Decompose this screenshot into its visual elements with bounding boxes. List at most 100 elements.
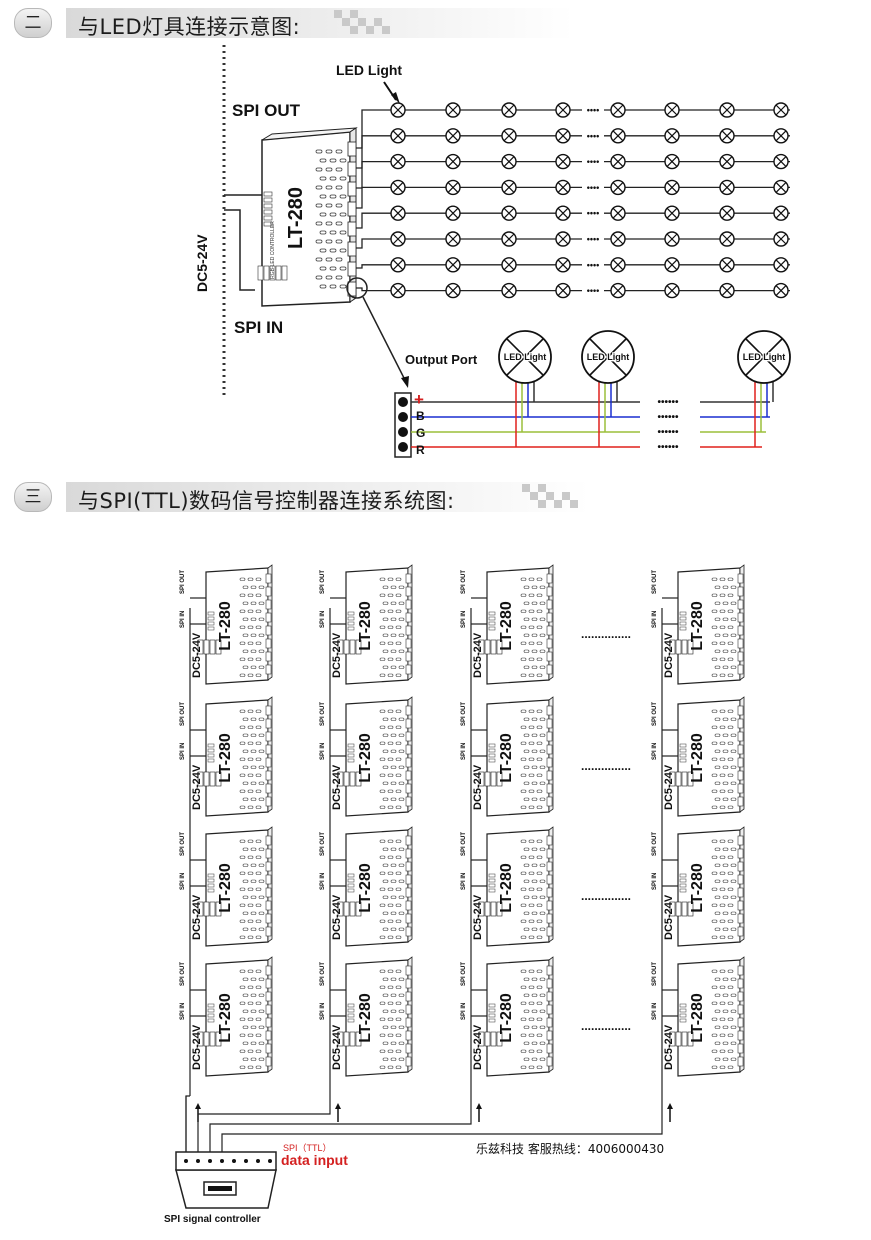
- led-light-icon: [501, 205, 517, 221]
- pin-plus-label: +: [414, 390, 424, 409]
- led-light-icon: [390, 231, 406, 247]
- device-model-label: LT-280: [217, 863, 234, 913]
- device-model-label: LT-280: [689, 863, 706, 913]
- led-light-icon: [555, 205, 571, 221]
- led-light-icon: [501, 102, 517, 118]
- spi-signal-controller: [175, 1151, 277, 1209]
- data-input-label: data input: [281, 1152, 348, 1168]
- controller-port-dot: [244, 1159, 248, 1163]
- led-light-icon: [773, 102, 789, 118]
- led-grid: ••••••••••••••••••••••••••••••••: [356, 102, 790, 299]
- led-light-icon: [610, 179, 626, 196]
- led-light-icon: [390, 128, 406, 144]
- led-light-icon: [555, 282, 571, 299]
- led-light-icon: [719, 128, 735, 144]
- device-model-label: LT-280: [689, 993, 706, 1043]
- wire-ellipsis: ••••••: [657, 442, 679, 453]
- pin-b-label: B: [416, 409, 425, 423]
- led-light-icon: [445, 179, 461, 196]
- spi-in-label: SPI IN: [461, 873, 467, 890]
- row-ellipsis: ••••: [587, 234, 600, 244]
- controller-port-dot: [208, 1159, 212, 1163]
- spi-in-label: SPI IN: [652, 1003, 658, 1020]
- output-port-label: Output Port: [405, 352, 478, 367]
- lt280-device-main: LT-280 RGB-LED CONTROLLER: [257, 127, 358, 307]
- led-light-icon: [719, 179, 735, 196]
- led-light-icon: [501, 153, 517, 170]
- led-light-icon: [501, 282, 517, 299]
- system-wires: [185, 597, 678, 1152]
- led-light-icon: [719, 153, 735, 170]
- spi-in-label: SPI IN: [180, 611, 186, 628]
- spi-ttl-label: SPI（TTL）: [283, 1143, 332, 1153]
- spi-out-label: SPI OUT: [461, 832, 467, 856]
- led-light-icon: [664, 205, 680, 221]
- device-model-label: LT-280: [689, 733, 706, 783]
- led-light-icon: [773, 205, 789, 221]
- spi-in-label: SPI IN: [461, 611, 467, 628]
- section-3-title: 与SPI(TTL)数码信号控制器连接系统图:: [78, 489, 455, 513]
- pin-g-label: G: [416, 426, 426, 440]
- hotline-text: 乐兹科技 客服热线：4006000430: [476, 1142, 665, 1156]
- up-arrow-icon: [667, 1103, 673, 1109]
- controller-port-dot: [184, 1159, 188, 1163]
- controller-port-dot: [268, 1159, 272, 1163]
- device-sublabel: RGB-LED CONTROLLER: [270, 221, 276, 279]
- row-ellipsis: ••••: [587, 182, 600, 192]
- led-light-icon: [719, 282, 735, 299]
- device-model-label: LT-280: [357, 993, 374, 1043]
- section-2-bar: [66, 8, 574, 38]
- spi-out-label: SPI OUT: [461, 962, 467, 986]
- led-light-icon: [445, 102, 461, 118]
- device-model-label: LT-280: [285, 187, 307, 249]
- led-light-icon: [555, 231, 571, 247]
- spi-out-label: SPI OUT: [652, 702, 658, 726]
- led-light-icon: [390, 282, 406, 299]
- port-magnify-circle: [346, 277, 368, 299]
- spi-in-label: SPI IN: [234, 318, 284, 337]
- spi-in-label: SPI IN: [180, 873, 186, 890]
- led-light-icon: [773, 257, 789, 273]
- led-light-icon: [610, 231, 626, 247]
- wire-ellipsis: ••••••: [657, 412, 679, 423]
- led-light-icon: [664, 231, 680, 247]
- power-label: DC5-24V: [331, 764, 343, 810]
- spi-out-label: SPI OUT: [180, 570, 186, 594]
- led-arrow-icon: [391, 92, 400, 104]
- led-light-icon: [390, 179, 406, 196]
- spi-out-label: SPI OUT: [461, 570, 467, 594]
- up-arrow-icon: [476, 1103, 482, 1109]
- led-light-icon: [610, 153, 626, 170]
- led-light-icon: [555, 128, 571, 144]
- power-label: DC5-24V: [331, 1024, 343, 1070]
- spi-in-label: SPI IN: [320, 873, 326, 890]
- row-ellipsis: ••••: [587, 131, 600, 141]
- controller-port-dot: [256, 1159, 260, 1163]
- pin-r-label: R: [416, 443, 425, 457]
- spi-in-label: SPI IN: [652, 743, 658, 760]
- led-bulb-icon: LED Light: [498, 330, 552, 384]
- led-light-icon: [610, 282, 626, 299]
- led-light-icon: [664, 128, 680, 144]
- spi-in-label: SPI IN: [652, 873, 658, 890]
- spi-in-label: SPI IN: [180, 743, 186, 760]
- bulb-label: LED Light: [587, 352, 630, 362]
- power-label: DC5-24V: [191, 764, 203, 810]
- led-light-icon: [773, 282, 789, 299]
- bulb-label: LED Light: [504, 352, 547, 362]
- spi-in-label: SPI IN: [320, 1003, 326, 1020]
- led-light-icon: [555, 153, 571, 170]
- led-light-icon: [501, 231, 517, 247]
- led-light-icon: [445, 282, 461, 299]
- led-light-icon: [610, 128, 626, 144]
